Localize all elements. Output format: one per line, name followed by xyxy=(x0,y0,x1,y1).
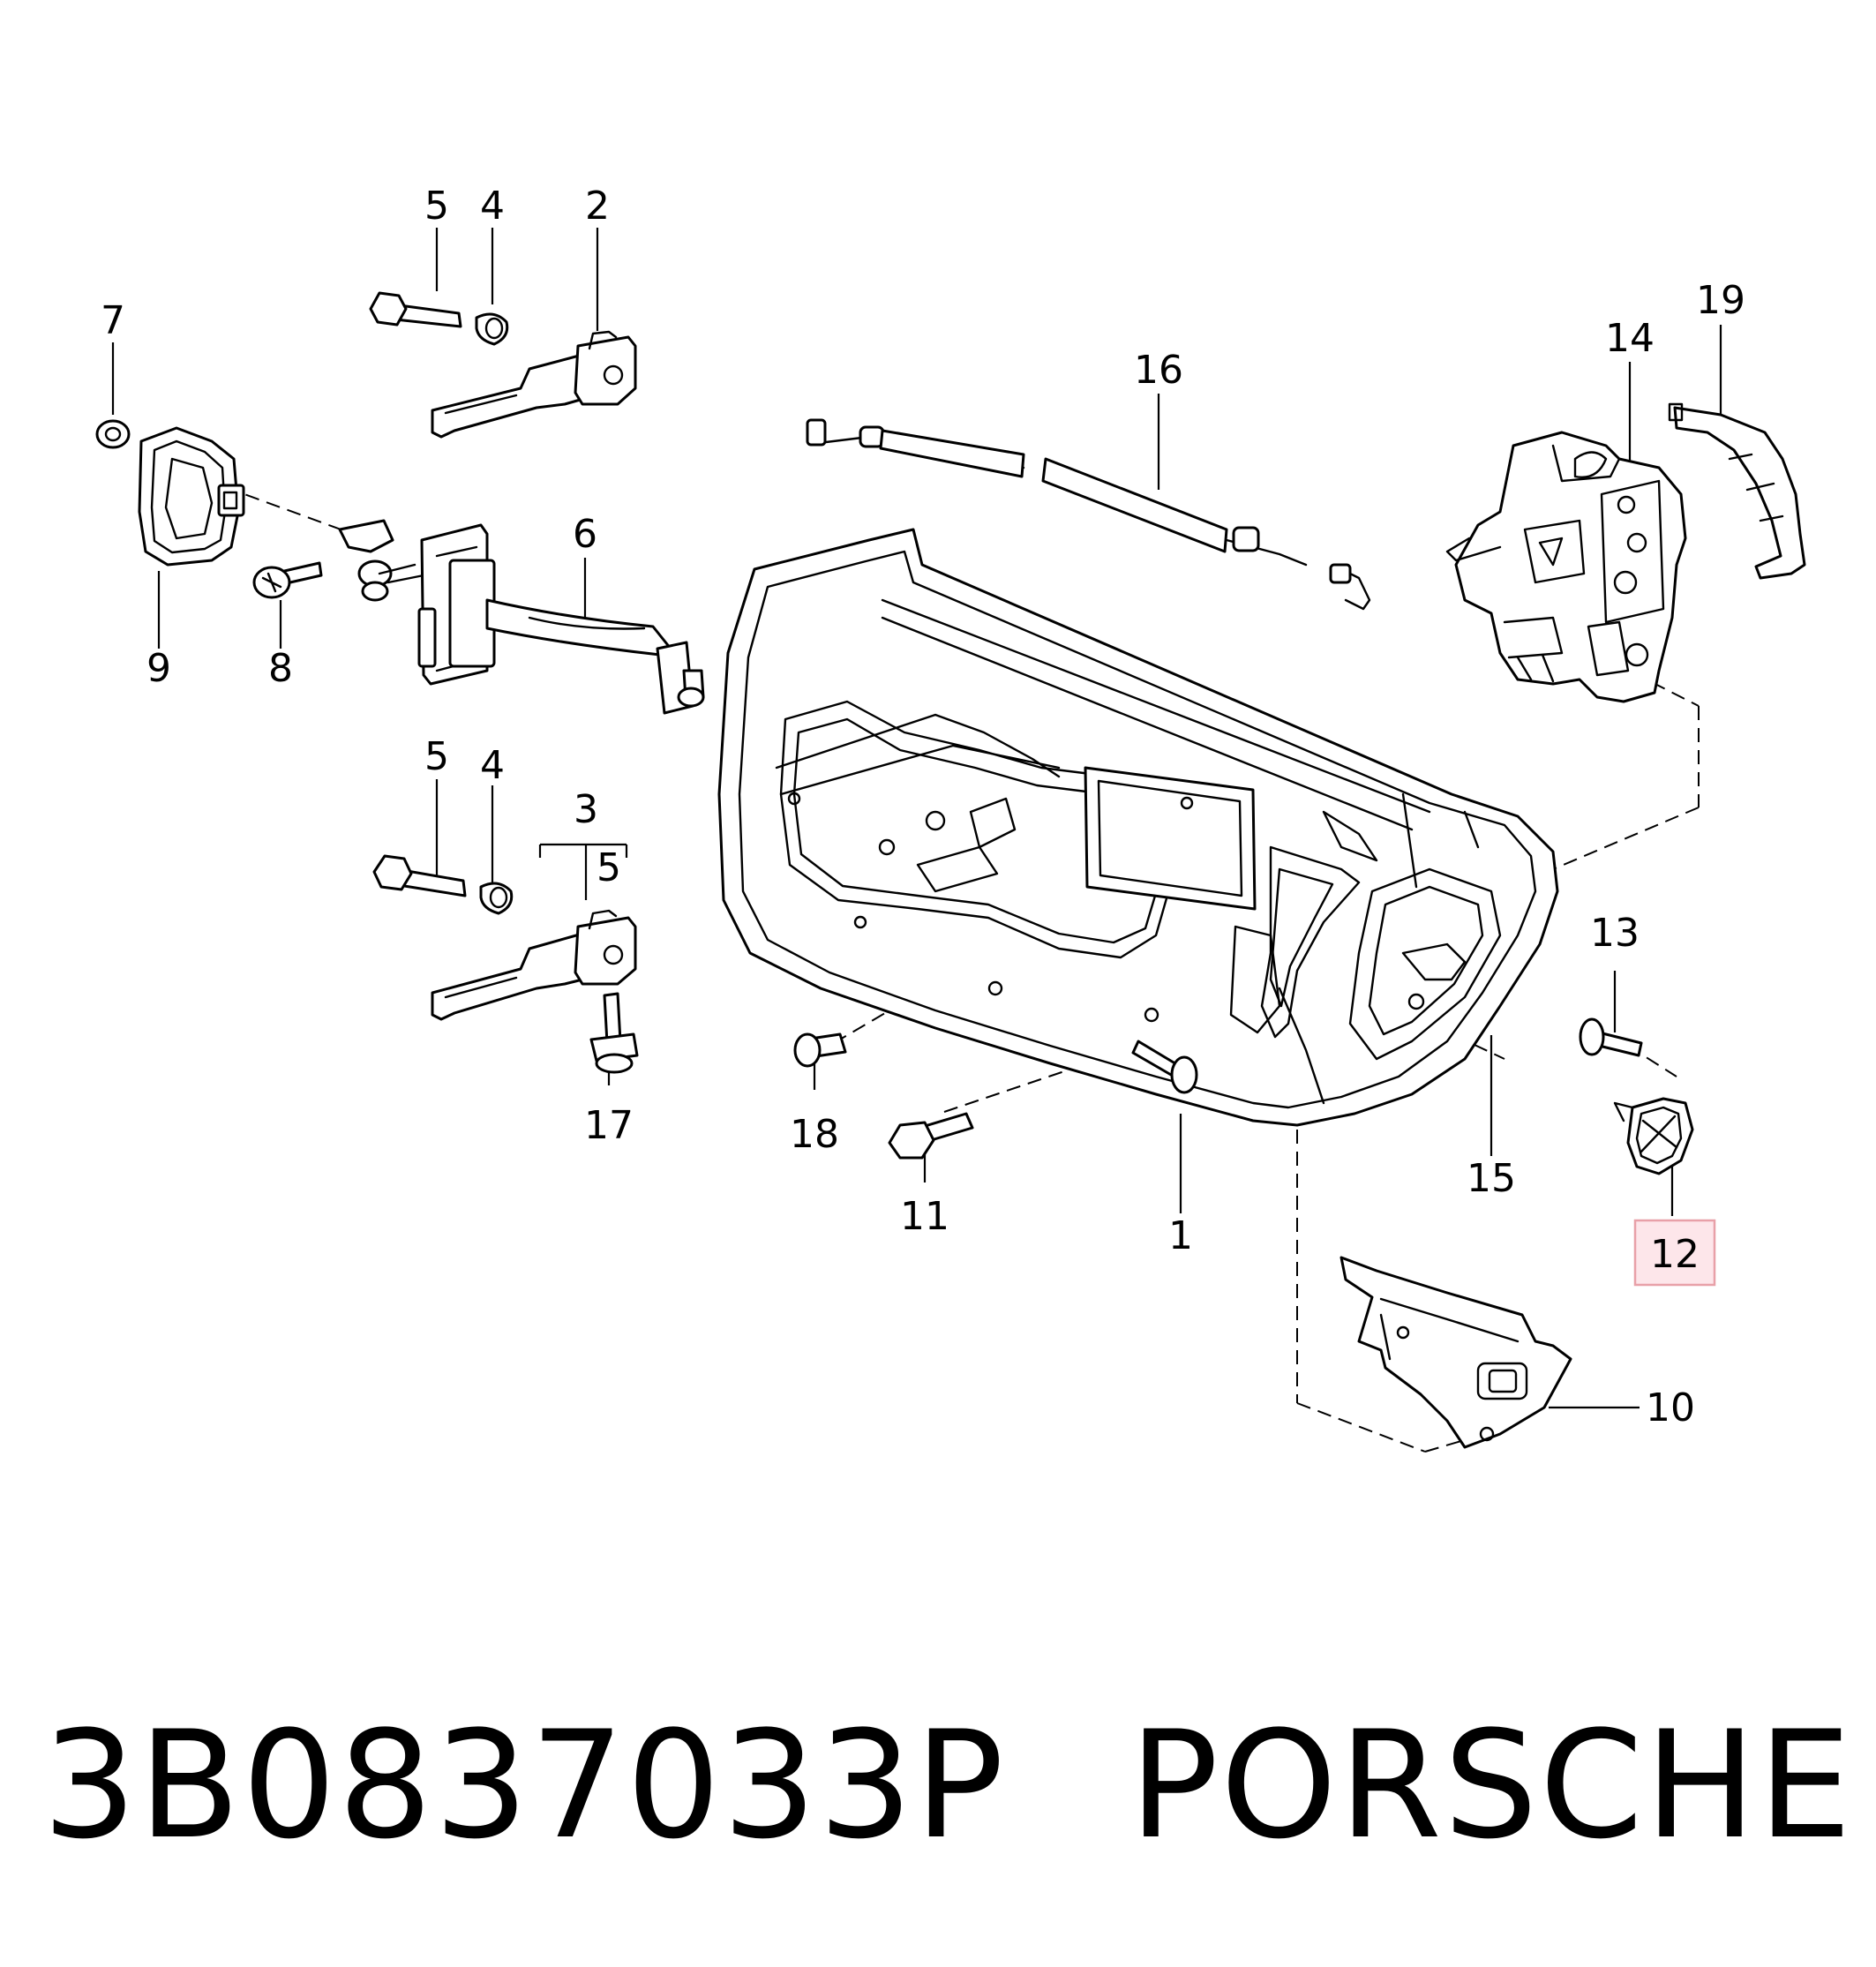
leader-lines xyxy=(111,228,1722,1409)
callout-labels: 5 4 2 7 19 14 16 6 9 8 5 4 3 5 13 17 18 … xyxy=(101,184,1745,1430)
screw-part-15 xyxy=(1131,1040,1198,1094)
callout-8: 8 xyxy=(268,646,293,691)
callout-16: 16 xyxy=(1134,348,1183,393)
callout-2: 2 xyxy=(585,184,610,229)
callout-19: 19 xyxy=(1696,278,1745,323)
bush-part-4-upper xyxy=(475,312,509,346)
cable-part-16 xyxy=(806,418,1371,611)
part-caption: 3B0837033P PORSCHE xyxy=(42,1699,1853,1872)
callout-7: 7 xyxy=(101,298,125,343)
upper-hinge-part-2 xyxy=(431,330,637,439)
brand-name: PORSCHE xyxy=(1129,1699,1854,1872)
callout-5-top: 5 xyxy=(424,184,449,229)
callout-4-top: 4 xyxy=(480,184,505,229)
bracket-part-10 xyxy=(1339,1256,1572,1449)
callout-4-mid: 4 xyxy=(480,743,505,788)
callout-5-mid: 5 xyxy=(424,734,449,779)
callout-18: 18 xyxy=(790,1112,839,1157)
bolt-part-5-lower xyxy=(372,854,467,897)
door-lock-part-14 xyxy=(1445,431,1687,703)
door-frame-part-1 xyxy=(717,528,1559,1127)
highlight-box-12 xyxy=(1633,1219,1716,1287)
callout-12: 12 xyxy=(1650,1232,1700,1277)
callout-1: 1 xyxy=(1168,1213,1193,1258)
screw-part-8 xyxy=(252,561,323,599)
part-number: 3B0837033P xyxy=(42,1699,1006,1872)
screw-part-13 xyxy=(1579,1017,1643,1057)
callout-10: 10 xyxy=(1646,1385,1695,1430)
lower-hinge-part-3 xyxy=(431,909,637,1021)
callout-5-lower: 5 xyxy=(597,845,621,890)
callout-13: 13 xyxy=(1590,911,1640,956)
bush-part-4-lower xyxy=(479,882,514,915)
bolt-part-17 xyxy=(589,992,639,1074)
callout-15: 15 xyxy=(1467,1156,1516,1201)
callout-9: 9 xyxy=(146,646,171,691)
callout-17: 17 xyxy=(584,1103,634,1148)
gasket-part-12 xyxy=(1613,1097,1694,1175)
nut-part-7 xyxy=(95,419,131,449)
rivet-part-18 xyxy=(793,1032,847,1068)
bolt-part-5-upper xyxy=(369,291,462,328)
callout-11: 11 xyxy=(900,1194,949,1239)
callout-6: 6 xyxy=(573,512,597,557)
door-check-strap-part-6 xyxy=(338,519,705,715)
callout-14: 14 xyxy=(1605,316,1655,361)
bolt-part-11 xyxy=(888,1112,974,1160)
callout-3: 3 xyxy=(574,787,598,832)
lock-cover-part-19 xyxy=(1668,402,1806,580)
seal-part-9 xyxy=(138,426,245,567)
